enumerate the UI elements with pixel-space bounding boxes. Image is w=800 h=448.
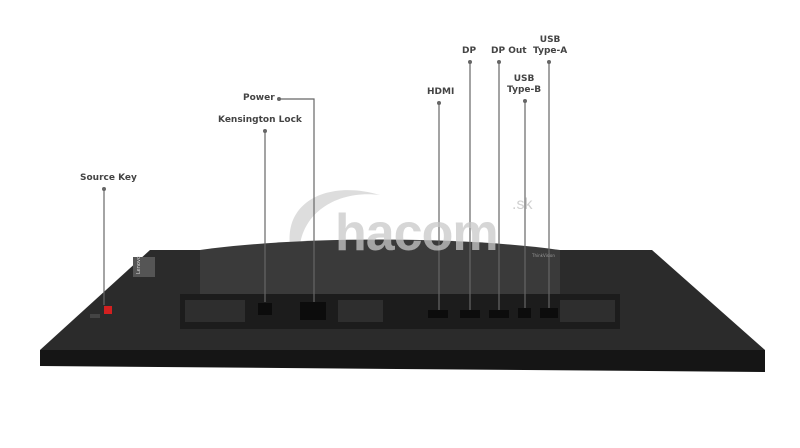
hdmi-port	[428, 310, 448, 318]
label-hdmi: HDMI	[427, 87, 455, 97]
source-key	[104, 306, 112, 314]
leader-dots	[102, 60, 551, 191]
label-dp-out: DP Out	[491, 46, 527, 56]
label-usb-type-b: USB Type-B	[507, 74, 542, 95]
vent-middle	[338, 300, 383, 322]
watermark-swoosh	[289, 190, 380, 245]
vent-left	[185, 300, 245, 322]
label-source-key: Source Key	[80, 173, 137, 183]
usb-b-port	[518, 308, 531, 318]
thinkvision-logo: ThinkVision	[532, 253, 555, 258]
dp-port	[460, 310, 480, 318]
label-kensington-lock: Kensington Lock	[218, 115, 302, 125]
vent-right	[560, 300, 615, 322]
monitor-front-edge	[40, 350, 765, 372]
lenovo-logo-badge	[133, 257, 155, 277]
joystick-button	[90, 314, 100, 318]
label-power: Power	[243, 93, 275, 103]
label-dp: DP	[462, 46, 477, 56]
usb-a-port	[540, 308, 558, 318]
leader-lines	[103, 62, 550, 310]
kensington-lock-port	[258, 303, 272, 315]
label-usb-type-a: USB Type-A	[533, 35, 568, 56]
watermark-tld: .sk	[512, 196, 533, 213]
lenovo-logo: Lenovo	[136, 255, 143, 275]
power-port	[300, 302, 326, 320]
dp-out-port	[489, 310, 509, 318]
watermark: hacom	[335, 204, 499, 262]
